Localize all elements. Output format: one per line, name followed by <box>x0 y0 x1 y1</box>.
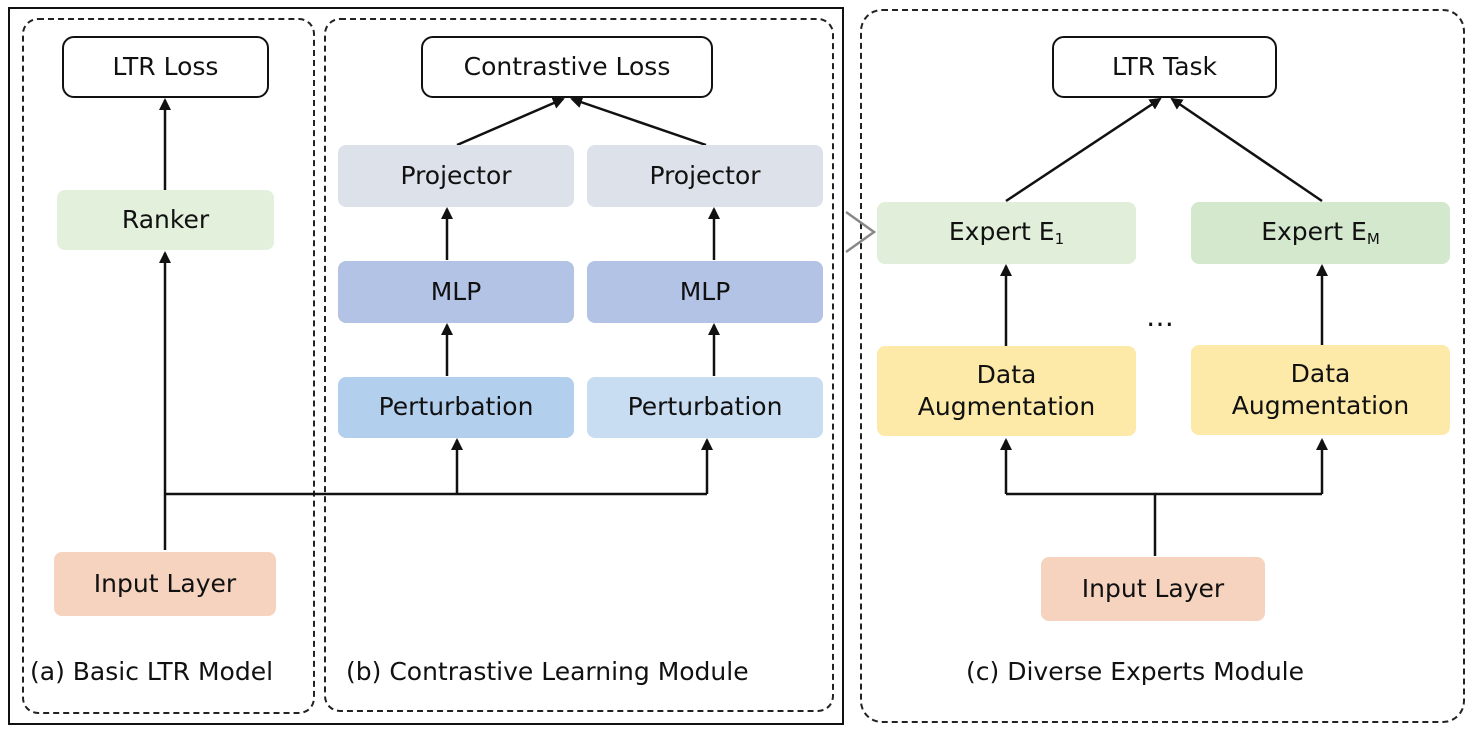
contrastive-learning-module-caption: (b) Contrastive Learning Module <box>346 657 749 686</box>
ltr-task-label: LTR Task <box>1111 51 1218 81</box>
contrastive-learning-module-frame <box>324 18 834 712</box>
ranker-node: Ranker <box>57 190 274 250</box>
mlp-label-left: MLP <box>430 276 482 306</box>
expert-m-label: Expert EM <box>1261 217 1380 249</box>
basic-ltr-model-frame <box>22 18 315 714</box>
diverse-experts-module-caption: (c) Diverse Experts Module <box>966 657 1305 686</box>
input-layer-node-c: Input Layer <box>1041 557 1265 621</box>
diverse-experts-module-frame <box>860 9 1465 723</box>
data-augmentation-node-m: Data Augmentation <box>1191 345 1450 435</box>
contrastive-loss-node: Contrastive Loss <box>421 36 713 98</box>
ltr-loss-label: LTR Loss <box>112 51 219 81</box>
perturbation-node-left: Perturbation <box>338 377 574 438</box>
perturbation-label-left: Perturbation <box>378 392 534 422</box>
left-panel-frame <box>8 7 844 725</box>
projector-label-left: Projector <box>400 160 512 190</box>
perturbation-node-right: Perturbation <box>587 377 823 438</box>
ranker-label: Ranker <box>121 204 210 234</box>
input-layer-node-a: Input Layer <box>54 552 276 616</box>
expert-m-node: Expert EM <box>1191 202 1450 264</box>
expert-1-label: Expert E1 <box>948 217 1065 249</box>
expert-1-node: Expert E1 <box>877 202 1136 264</box>
projector-node-left: Projector <box>338 145 574 207</box>
perturbation-label-right: Perturbation <box>627 392 783 422</box>
mlp-label-right: MLP <box>679 276 731 306</box>
input-layer-label-a: Input Layer <box>93 568 237 598</box>
ltr-loss-node: LTR Loss <box>62 36 269 98</box>
basic-ltr-model-caption: (a) Basic LTR Model <box>30 657 274 686</box>
projector-node-right: Projector <box>587 145 823 207</box>
mlp-node-left: MLP <box>338 261 574 323</box>
projector-label-right: Projector <box>649 160 761 190</box>
ltr-task-node: LTR Task <box>1052 36 1277 98</box>
input-layer-label-c: Input Layer <box>1081 573 1225 603</box>
data-augmentation-node-1: Data Augmentation <box>877 346 1136 436</box>
contrastive-loss-label: Contrastive Loss <box>463 51 671 81</box>
ellipsis: … <box>1146 300 1177 333</box>
data-augmentation-label-m: Data Augmentation <box>1231 358 1410 421</box>
mlp-node-right: MLP <box>587 261 823 323</box>
data-augmentation-label-1: Data Augmentation <box>917 359 1096 422</box>
